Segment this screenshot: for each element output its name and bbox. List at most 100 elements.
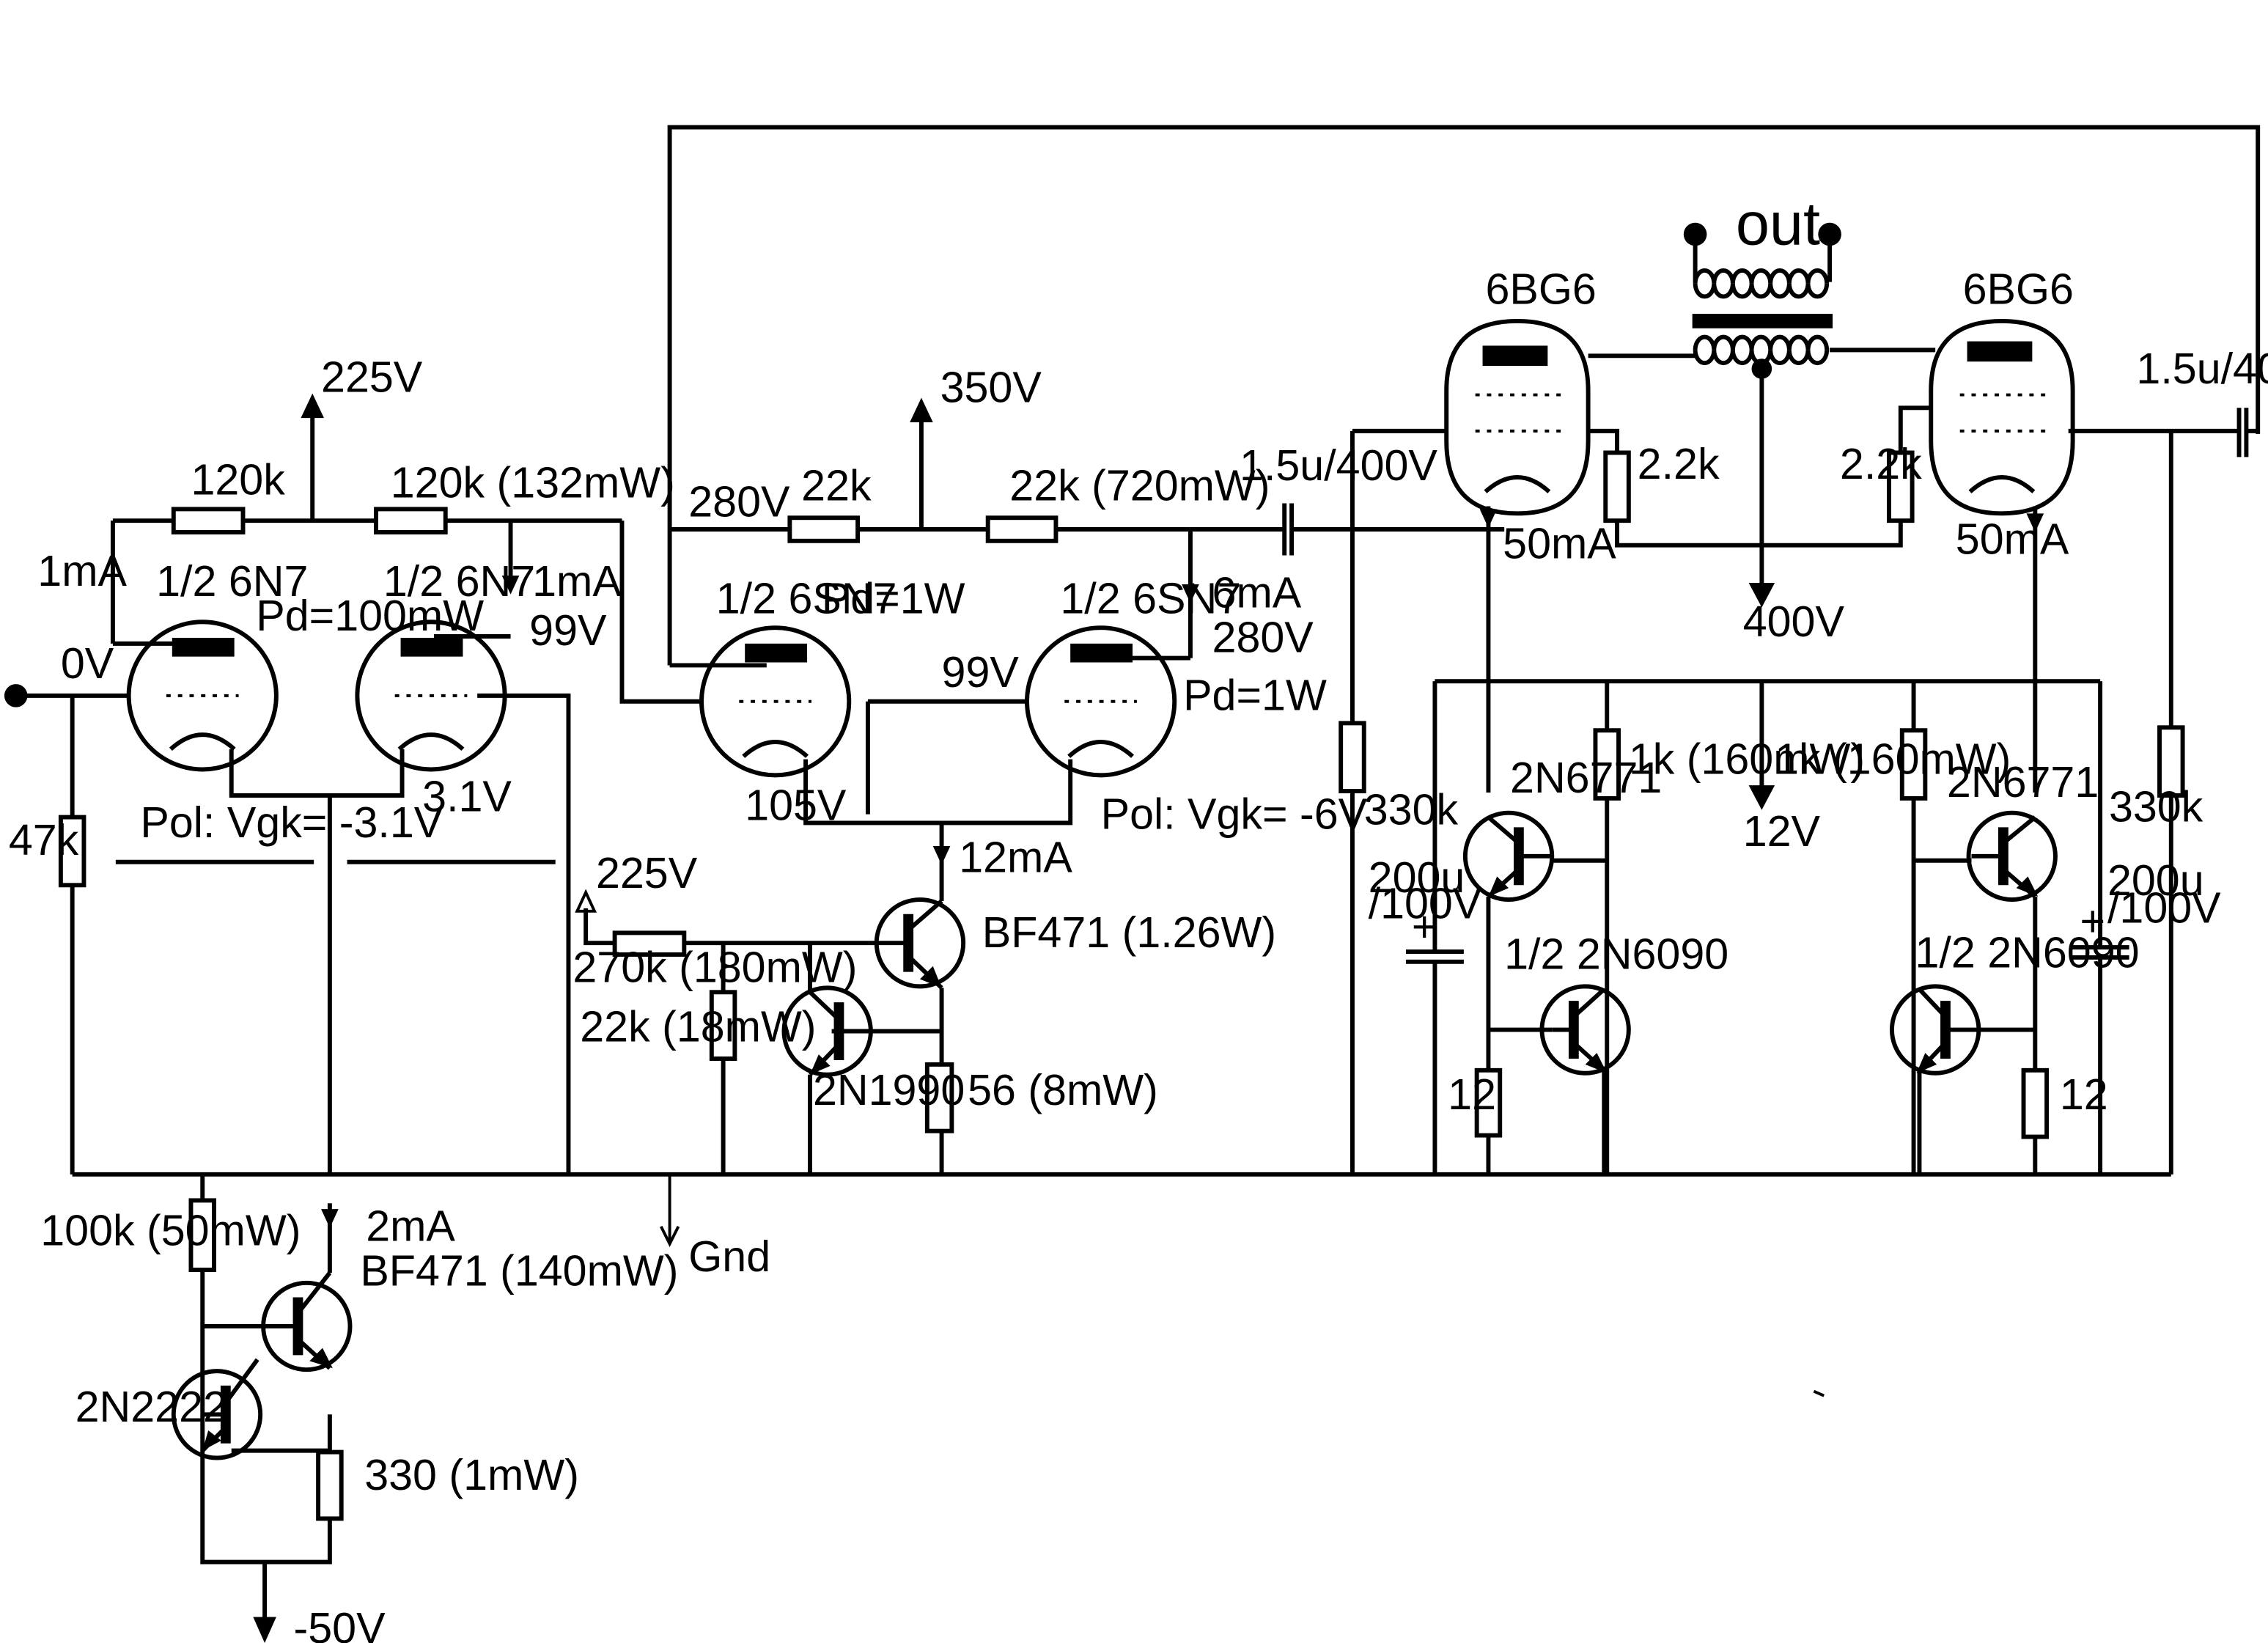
label-99v-b: 99V [942,647,1020,696]
label-pol-b: Pol: Vgk= -6V [1101,789,1368,838]
labels: 225V 120k 120k (132mW) 1mA 1mA 1/2 6N7 1… [9,189,2268,1643]
label-120k-132mw: 120k (132mW) [391,458,675,507]
resistor-12-left [1474,1067,1503,1138]
label-1k-b: 1k (160mW) [1775,734,2011,783]
resistor-12-right [2021,1067,2050,1139]
resistor-1k-right [1899,728,1928,801]
label-280v-b: 280V [1212,613,1314,662]
arrow-m50v [253,1617,276,1643]
resistor-2k2-left [1603,450,1631,523]
label-105v: 105V [745,781,847,830]
label-1ma-left: 1mA [37,546,127,595]
cap-200u-left [1405,949,1464,964]
arrow-50ma-left [1479,509,1498,529]
tubes [126,318,2075,778]
label-1k-a: 1k (160mW) [1629,734,1865,783]
label-12v: 12V [1743,806,1821,856]
label-280v-a: 280V [688,477,790,526]
label-330k-b: 330k [2109,782,2203,831]
label-12-a: 12 [1448,1070,1496,1119]
label-2n1990: 2N1990 [813,1065,965,1114]
label-22k-720mw: 22k (720mW) [1009,461,1270,510]
label-3v1: 3.1V [422,772,512,821]
label-plus-a: + [1412,902,1437,951]
transistor-2n6090-a [1539,984,1631,1076]
arrow-1ma-right [501,576,520,595]
transistor-bf471-a [869,897,966,990]
transistors [171,810,2058,1460]
label-350v: 350V [940,362,1042,411]
arrow-2ma [321,1209,339,1228]
label-6sn7-a: 1/2 6SN7 [716,573,897,622]
label-200u-a2: /100V [1369,879,1482,928]
tube-6n7-a [126,620,279,772]
label-2k2-b: 2.2k [1840,439,1922,488]
label-22k-18mw: 22k (18mW) [580,1001,816,1051]
label-2n6771-b: 2N6771 [1947,757,2099,806]
label-pd-100mw: Pd=100mW [256,591,484,640]
label-1ma-right: 1mA [532,556,622,606]
label-2k2-a: 2.2k [1638,439,1720,488]
resistor-120k-132mw [374,507,448,534]
cap-1u5-right [2236,408,2249,457]
resistor-22k-18mw [709,990,737,1061]
label-1u5-b: 1.5u/400\ [2136,344,2268,393]
arrow-50ma-right [2026,513,2044,532]
tube-6bg6-b [1929,318,2075,516]
transistor-2n1990 [781,985,873,1077]
output-terminal-right [1818,222,1841,246]
arrows [253,393,2044,1643]
label-6n7-a: 1/2 6N7 [156,556,308,606]
label-400v: 400V [1743,597,1845,646]
label-330: 330 (1mW) [364,1450,579,1499]
resistor-56 [924,1062,954,1133]
label-6bg6-b: 6BG6 [1963,264,2074,313]
label-0v: 0V [61,639,114,688]
label-plus-b: + [2080,896,2105,945]
label-6sn7-b: 1/2 6SN7 [1060,573,1241,622]
label-200u-b2: /100V [2107,883,2221,933]
capacitors [1282,408,2249,964]
label-47k: 47k [9,815,79,864]
label-56: 56 (8mW) [968,1065,1158,1114]
label-22k: 22k [801,461,872,510]
label-12ma: 12mA [959,833,1072,882]
label-270k: 270k (180mW) [572,942,857,991]
terminals [4,222,1841,707]
arrow-350v-supply [910,397,933,423]
output-transformer [1692,268,1833,366]
label-out: out [1736,189,1820,257]
label-330k-a: 330k [1364,784,1459,834]
label-pol-a: Pol: Vgk= -3.1V [140,798,443,847]
resistor-120k [171,507,246,534]
label-1u5-a: 1.5u/400V [1240,441,1437,490]
stray-mark [1813,1389,1825,1397]
resistor-47k [58,815,86,888]
label-50ma-b: 50mA [1956,515,2069,564]
label-2n6090-a: 1/2 2N6090 [1504,930,1728,979]
resistor-100k [188,1198,216,1272]
label-225v-top: 225V [321,353,423,402]
label-2n2222: 2N2222 [76,1382,227,1431]
ground-symbol [659,1225,680,1247]
resistor-22k-720mw [985,515,1058,543]
transistor-2n6090-b [1890,984,1981,1076]
resistor-1k-left [1593,728,1621,801]
resistor-22k [787,515,861,543]
tube-6sn7-b [1025,625,1177,778]
wires [17,125,2261,1617]
input-terminal [4,684,28,707]
transistor-2n6771-a [1462,810,1555,902]
label-2ma: 2mA [366,1202,455,1251]
label-12-b: 12 [2060,1070,2108,1119]
label-gnd: Gnd [688,1232,770,1281]
resistors [58,450,2185,1521]
label-99v-a: 99V [529,606,607,655]
label-100k: 100k (50mW) [40,1206,301,1255]
arrow-225v-mid [575,889,597,913]
label-2n6771-a: 2N6771 [1510,753,1662,802]
output-terminal-left [1683,222,1707,246]
arrow-400v [1748,583,1775,608]
label-pd-1w-a: Pd=1W [822,573,965,622]
arrow-6ma [1182,584,1199,603]
